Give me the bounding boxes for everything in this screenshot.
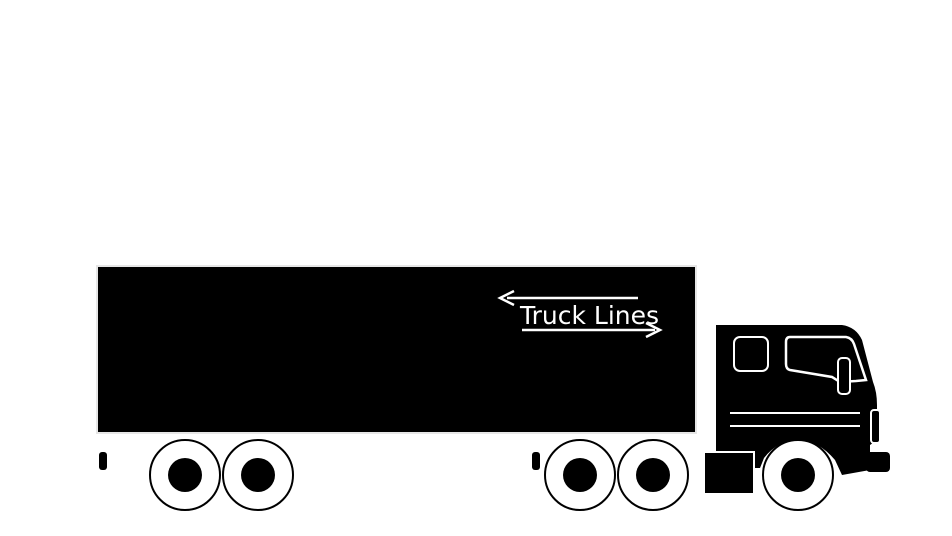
trailer-logo: Truck Lines	[497, 289, 663, 339]
rear-light	[99, 452, 107, 470]
wheel	[222, 439, 294, 511]
trailer-logo-text: Truck Lines	[519, 301, 659, 330]
arrow-left-icon	[497, 289, 515, 307]
coupling-light	[532, 452, 540, 470]
arrow-right-icon	[645, 321, 663, 339]
side-mirror	[837, 357, 851, 395]
wheel	[149, 439, 221, 511]
wheel	[617, 439, 689, 511]
cab-side-window	[733, 336, 769, 372]
fuel-tank	[703, 451, 755, 495]
front-bumper	[866, 452, 890, 472]
wheel	[544, 439, 616, 511]
trailer-body	[96, 265, 697, 434]
wheel	[762, 439, 834, 511]
headlight	[870, 409, 881, 444]
